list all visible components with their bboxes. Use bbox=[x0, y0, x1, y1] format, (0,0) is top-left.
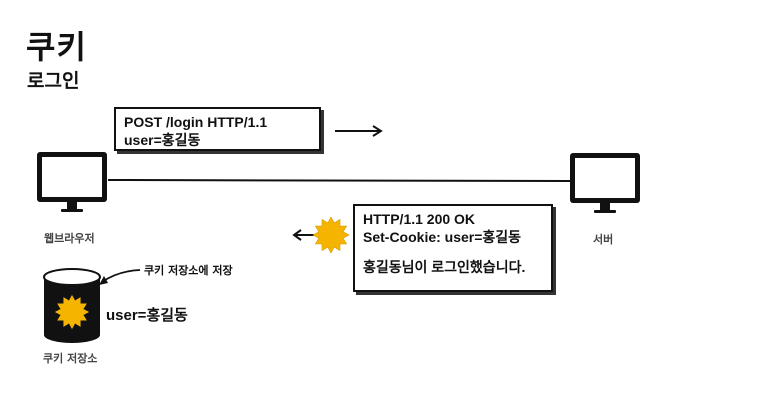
page-title: 쿠키 bbox=[26, 28, 87, 66]
response-body: 홍길동님이 로그인했습니다. bbox=[363, 259, 526, 275]
request-line: POST /login HTTP/1.1 bbox=[124, 114, 268, 130]
browser-label: 웹브라우저 bbox=[44, 232, 95, 245]
server-label: 서버 bbox=[593, 233, 614, 246]
browser-monitor-icon bbox=[37, 152, 107, 212]
request-body: user=홍길동 bbox=[124, 132, 201, 148]
page-subtitle: 로그인 bbox=[27, 70, 80, 92]
request-arrow-icon bbox=[335, 125, 383, 137]
cookie-icon bbox=[312, 216, 350, 254]
stored-cookie-icon bbox=[54, 294, 90, 330]
server-monitor-icon bbox=[570, 153, 640, 213]
connection-line bbox=[107, 179, 571, 182]
database-icon bbox=[43, 268, 101, 343]
response-set-cookie: Set-Cookie: user=홍길동 bbox=[363, 229, 522, 245]
request-message-box: POST /login HTTP/1.1 user=홍길동 bbox=[114, 107, 321, 151]
response-status: HTTP/1.1 200 OK bbox=[363, 211, 476, 227]
response-arrow-icon bbox=[292, 229, 314, 241]
store-arrow-icon bbox=[99, 269, 141, 285]
cookie-store-label: 쿠키 저장소 bbox=[43, 352, 98, 365]
response-message-box: HTTP/1.1 200 OK Set-Cookie: user=홍길동 홍길동… bbox=[353, 204, 553, 292]
store-note: 쿠키 저장소에 저장 bbox=[144, 264, 233, 277]
stored-cookie-value: user=홍길동 bbox=[106, 307, 188, 324]
